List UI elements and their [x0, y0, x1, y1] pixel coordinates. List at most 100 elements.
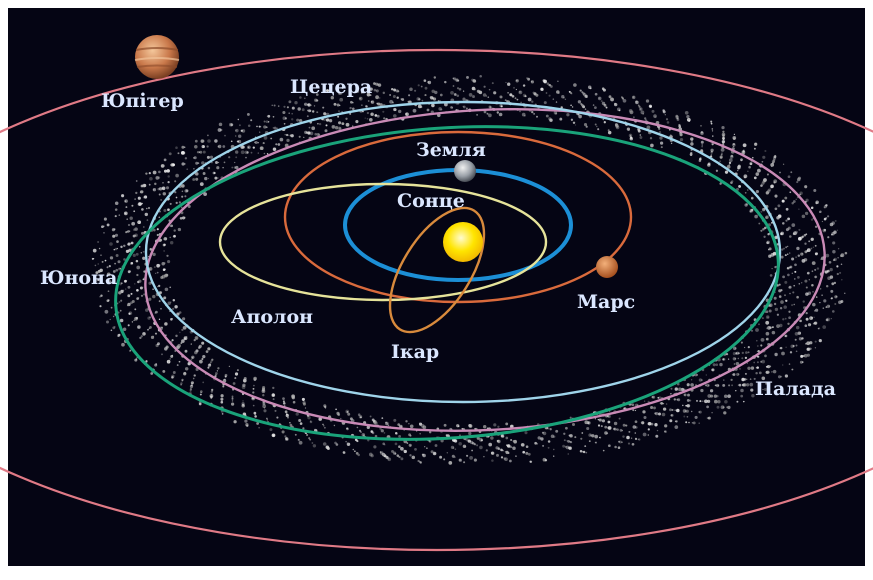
asteroid-dot	[780, 375, 783, 378]
asteroid-dot	[158, 187, 163, 191]
asteroid-dot	[780, 300, 784, 304]
asteroid-dot	[582, 105, 586, 109]
asteroid-dot	[832, 259, 835, 262]
asteroid-dot	[147, 206, 151, 210]
asteroid-dot	[485, 449, 488, 452]
asteroid-dot	[574, 124, 577, 126]
asteroid-dot	[783, 247, 785, 250]
asteroid-dot	[187, 204, 191, 208]
asteroid-dot	[457, 79, 460, 82]
asteroid-dot	[183, 162, 186, 165]
asteroid-dot	[661, 412, 666, 417]
asteroid-dot	[465, 107, 468, 110]
asteroid-dot	[107, 290, 110, 293]
asteroid-dot	[613, 427, 617, 431]
asteroid-dot	[814, 340, 817, 343]
asteroid-dot	[282, 116, 287, 120]
asteroid-dot	[345, 409, 350, 414]
asteroid-dot	[689, 399, 692, 402]
asteroid-dot	[799, 319, 802, 323]
asteroid-dot	[423, 79, 427, 82]
asteroid-dot	[743, 400, 745, 403]
asteroid-dot	[158, 170, 161, 174]
asteroid-dot	[142, 226, 145, 228]
asteroid-dot	[231, 395, 234, 398]
asteroid-dot	[302, 401, 306, 405]
asteroid-dot	[163, 262, 166, 265]
sun-label: Сонце	[397, 190, 465, 212]
asteroid-dot	[509, 93, 513, 97]
asteroid-dot	[140, 294, 144, 297]
asteroid-dot	[840, 263, 843, 265]
asteroid-dot	[387, 457, 392, 462]
asteroid-dot	[110, 306, 113, 309]
asteroid-dot	[621, 441, 623, 444]
asteroid-dot	[496, 453, 499, 457]
asteroid-dot	[713, 399, 718, 404]
asteroid-dot	[298, 118, 303, 123]
asteroid-dot	[687, 118, 690, 121]
asteroid-dot	[630, 437, 633, 439]
asteroid-dot	[605, 107, 608, 109]
asteroid-dot	[241, 145, 245, 149]
asteroid-dot	[548, 117, 552, 121]
asteroid-dot	[547, 440, 551, 443]
asteroid-dot	[324, 129, 328, 133]
asteroid-dot	[765, 315, 770, 319]
asteroid-dot	[309, 420, 313, 424]
asteroid-dot	[408, 443, 412, 447]
asteroid-dot	[172, 235, 175, 238]
asteroid-dot	[541, 431, 544, 434]
apollo-label: Аполон	[231, 306, 313, 328]
asteroid-dot	[594, 441, 597, 444]
asteroid-dot	[217, 128, 222, 132]
asteroid-dot	[142, 250, 145, 253]
asteroid-dot	[711, 368, 714, 372]
asteroid-dot	[157, 285, 159, 288]
asteroid-dot	[462, 97, 466, 101]
asteroid-dot	[309, 131, 314, 136]
asteroid-dot	[812, 290, 814, 293]
asteroid-dot	[325, 124, 328, 127]
asteroid-dot	[721, 125, 725, 130]
asteroid-dot	[112, 270, 116, 273]
asteroid-dot	[509, 459, 512, 463]
asteroid-dot	[162, 182, 164, 184]
asteroid-dot	[297, 438, 301, 442]
asteroid-dot	[444, 80, 447, 84]
asteroid-dot	[777, 204, 781, 208]
asteroid-dot	[375, 89, 378, 92]
asteroid-dot	[179, 331, 181, 334]
asteroid-dot	[454, 448, 457, 450]
asteroid-dot	[597, 418, 599, 421]
asteroid-dot	[214, 176, 218, 180]
asteroid-dot	[731, 180, 734, 183]
asteroid-dot	[154, 332, 158, 335]
asteroid-dot	[563, 439, 566, 442]
asteroid-dot	[446, 452, 448, 454]
asteroid-dot	[296, 118, 300, 122]
asteroid-dot	[722, 383, 726, 387]
asteroid-dot	[419, 461, 422, 464]
asteroid-dot	[565, 426, 568, 430]
asteroid-dot	[742, 383, 747, 387]
asteroid-dot	[784, 317, 787, 320]
asteroid-dot	[365, 105, 368, 108]
asteroid-dot	[653, 406, 656, 410]
asteroid-dot	[154, 312, 157, 314]
asteroid-dot	[831, 221, 835, 225]
asteroid-dot	[148, 267, 153, 271]
asteroid-dot	[594, 434, 599, 439]
asteroid-dot	[772, 162, 774, 164]
asteroid-dot	[711, 130, 714, 132]
asteroid-dot	[583, 93, 585, 95]
asteroid-dot	[396, 96, 399, 99]
asteroid-dot	[161, 186, 166, 191]
asteroid-dot	[374, 114, 378, 117]
asteroid-dot	[784, 196, 788, 200]
asteroid-dot	[633, 116, 635, 118]
asteroid-dot	[654, 115, 657, 119]
asteroid-dot	[272, 115, 275, 118]
asteroid-dot	[771, 371, 773, 373]
asteroid-dot	[686, 383, 690, 387]
